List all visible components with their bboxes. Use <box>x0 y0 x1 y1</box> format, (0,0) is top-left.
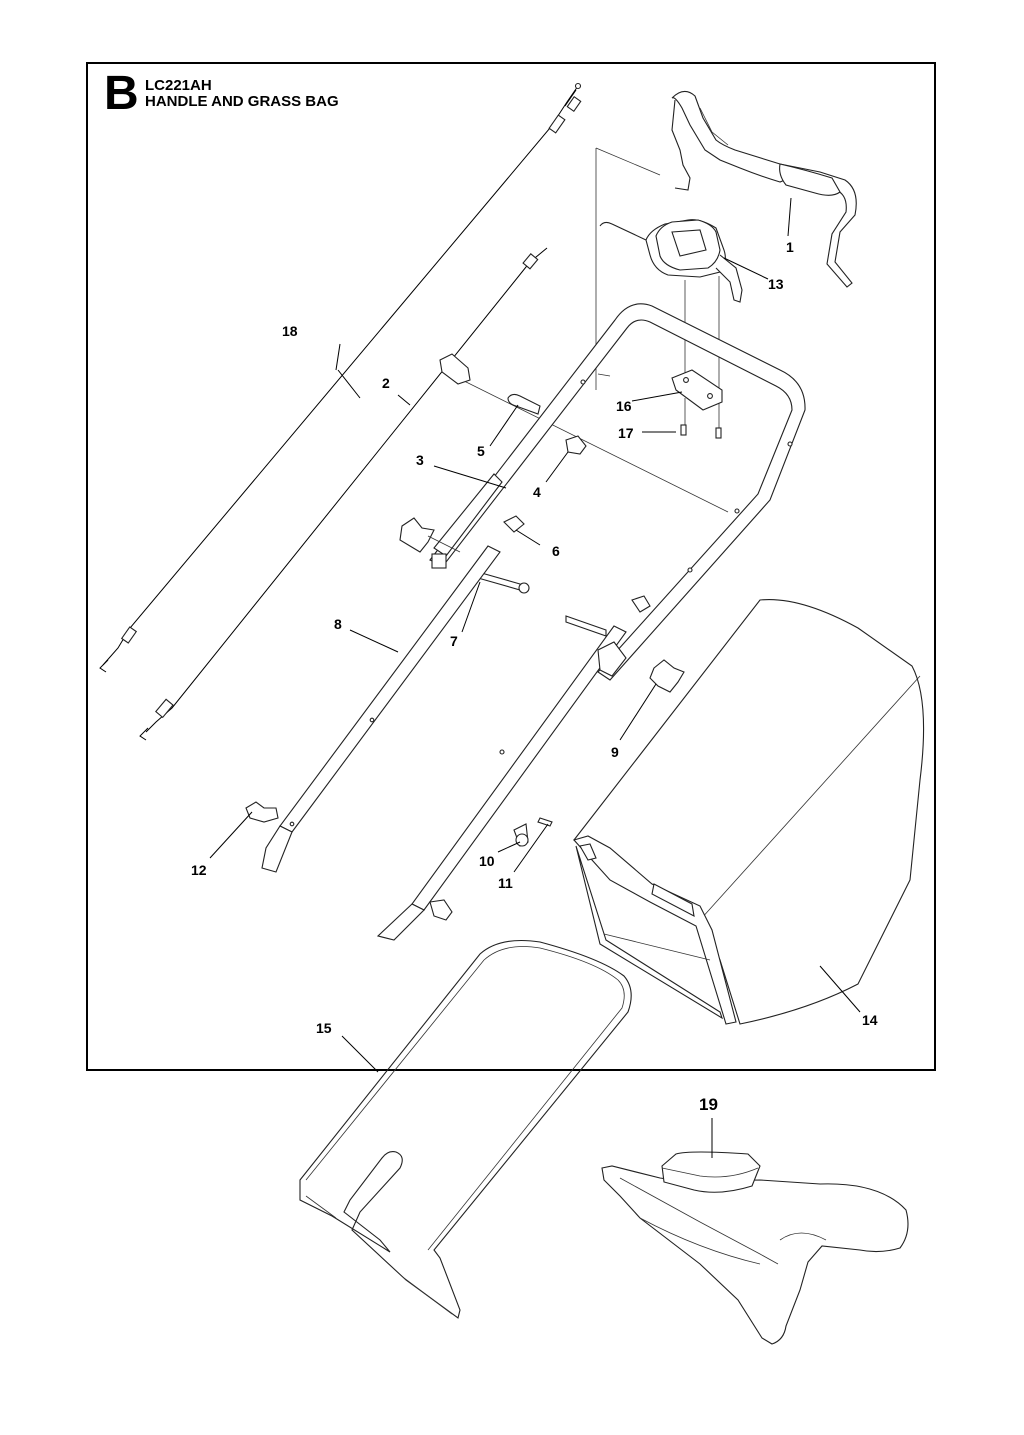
part-5-clip <box>507 393 541 415</box>
lower-fitting <box>429 899 453 921</box>
upper-handle-frame <box>429 303 806 681</box>
part-11-screw <box>537 817 553 827</box>
part-4-knob <box>565 435 587 455</box>
callout-15: 15 <box>316 1020 332 1036</box>
callout-19: 19 <box>699 1095 718 1114</box>
cable-clip <box>439 353 471 385</box>
callout-1: 1 <box>786 239 794 255</box>
part-1-handle-bar <box>671 90 857 288</box>
diagram-frame <box>86 62 936 1071</box>
callout-18: 18 <box>282 323 298 339</box>
part-8-left-bar <box>261 545 501 873</box>
part-18-cable <box>99 82 582 673</box>
callout-14: 14 <box>862 1012 878 1028</box>
part-13-control-box <box>599 219 743 303</box>
part-3-clip <box>431 473 503 569</box>
part-10-clamp <box>513 823 529 847</box>
callout-9: 9 <box>611 744 619 760</box>
callout-7: 7 <box>450 633 458 649</box>
callout-17: 17 <box>618 425 634 441</box>
leader-lines <box>209 197 861 1158</box>
diagram-title: HANDLE AND GRASS BAG <box>145 93 339 110</box>
section-letter: B <box>104 67 139 120</box>
part-15-bag-frame <box>299 939 632 1319</box>
part-16-bracket <box>671 369 723 411</box>
callout-2: 2 <box>382 375 390 391</box>
part-6-nut <box>503 515 525 533</box>
left-star-knob <box>399 517 461 553</box>
callout-12: 12 <box>191 862 207 878</box>
callout-5: 5 <box>477 443 485 459</box>
part-2-cable <box>139 247 548 741</box>
part-19-mulch-plug <box>601 1151 909 1345</box>
part-12-knob <box>245 801 279 823</box>
callout-11: 11 <box>498 875 513 891</box>
model-number: LC221AH <box>145 77 212 94</box>
callout-8: 8 <box>334 616 342 632</box>
part-17-screws <box>680 424 722 439</box>
part-14-grass-bag <box>573 599 925 1025</box>
callout-16: 16 <box>616 398 632 414</box>
part-9-knob <box>649 659 685 693</box>
callout-13: 13 <box>768 276 784 292</box>
part-7-bolt <box>477 571 530 594</box>
callout-3: 3 <box>416 452 424 468</box>
right-lower-bar <box>376 595 651 941</box>
callout-10: 10 <box>479 853 495 869</box>
callout-6: 6 <box>552 543 560 559</box>
callout-4: 4 <box>533 484 541 500</box>
